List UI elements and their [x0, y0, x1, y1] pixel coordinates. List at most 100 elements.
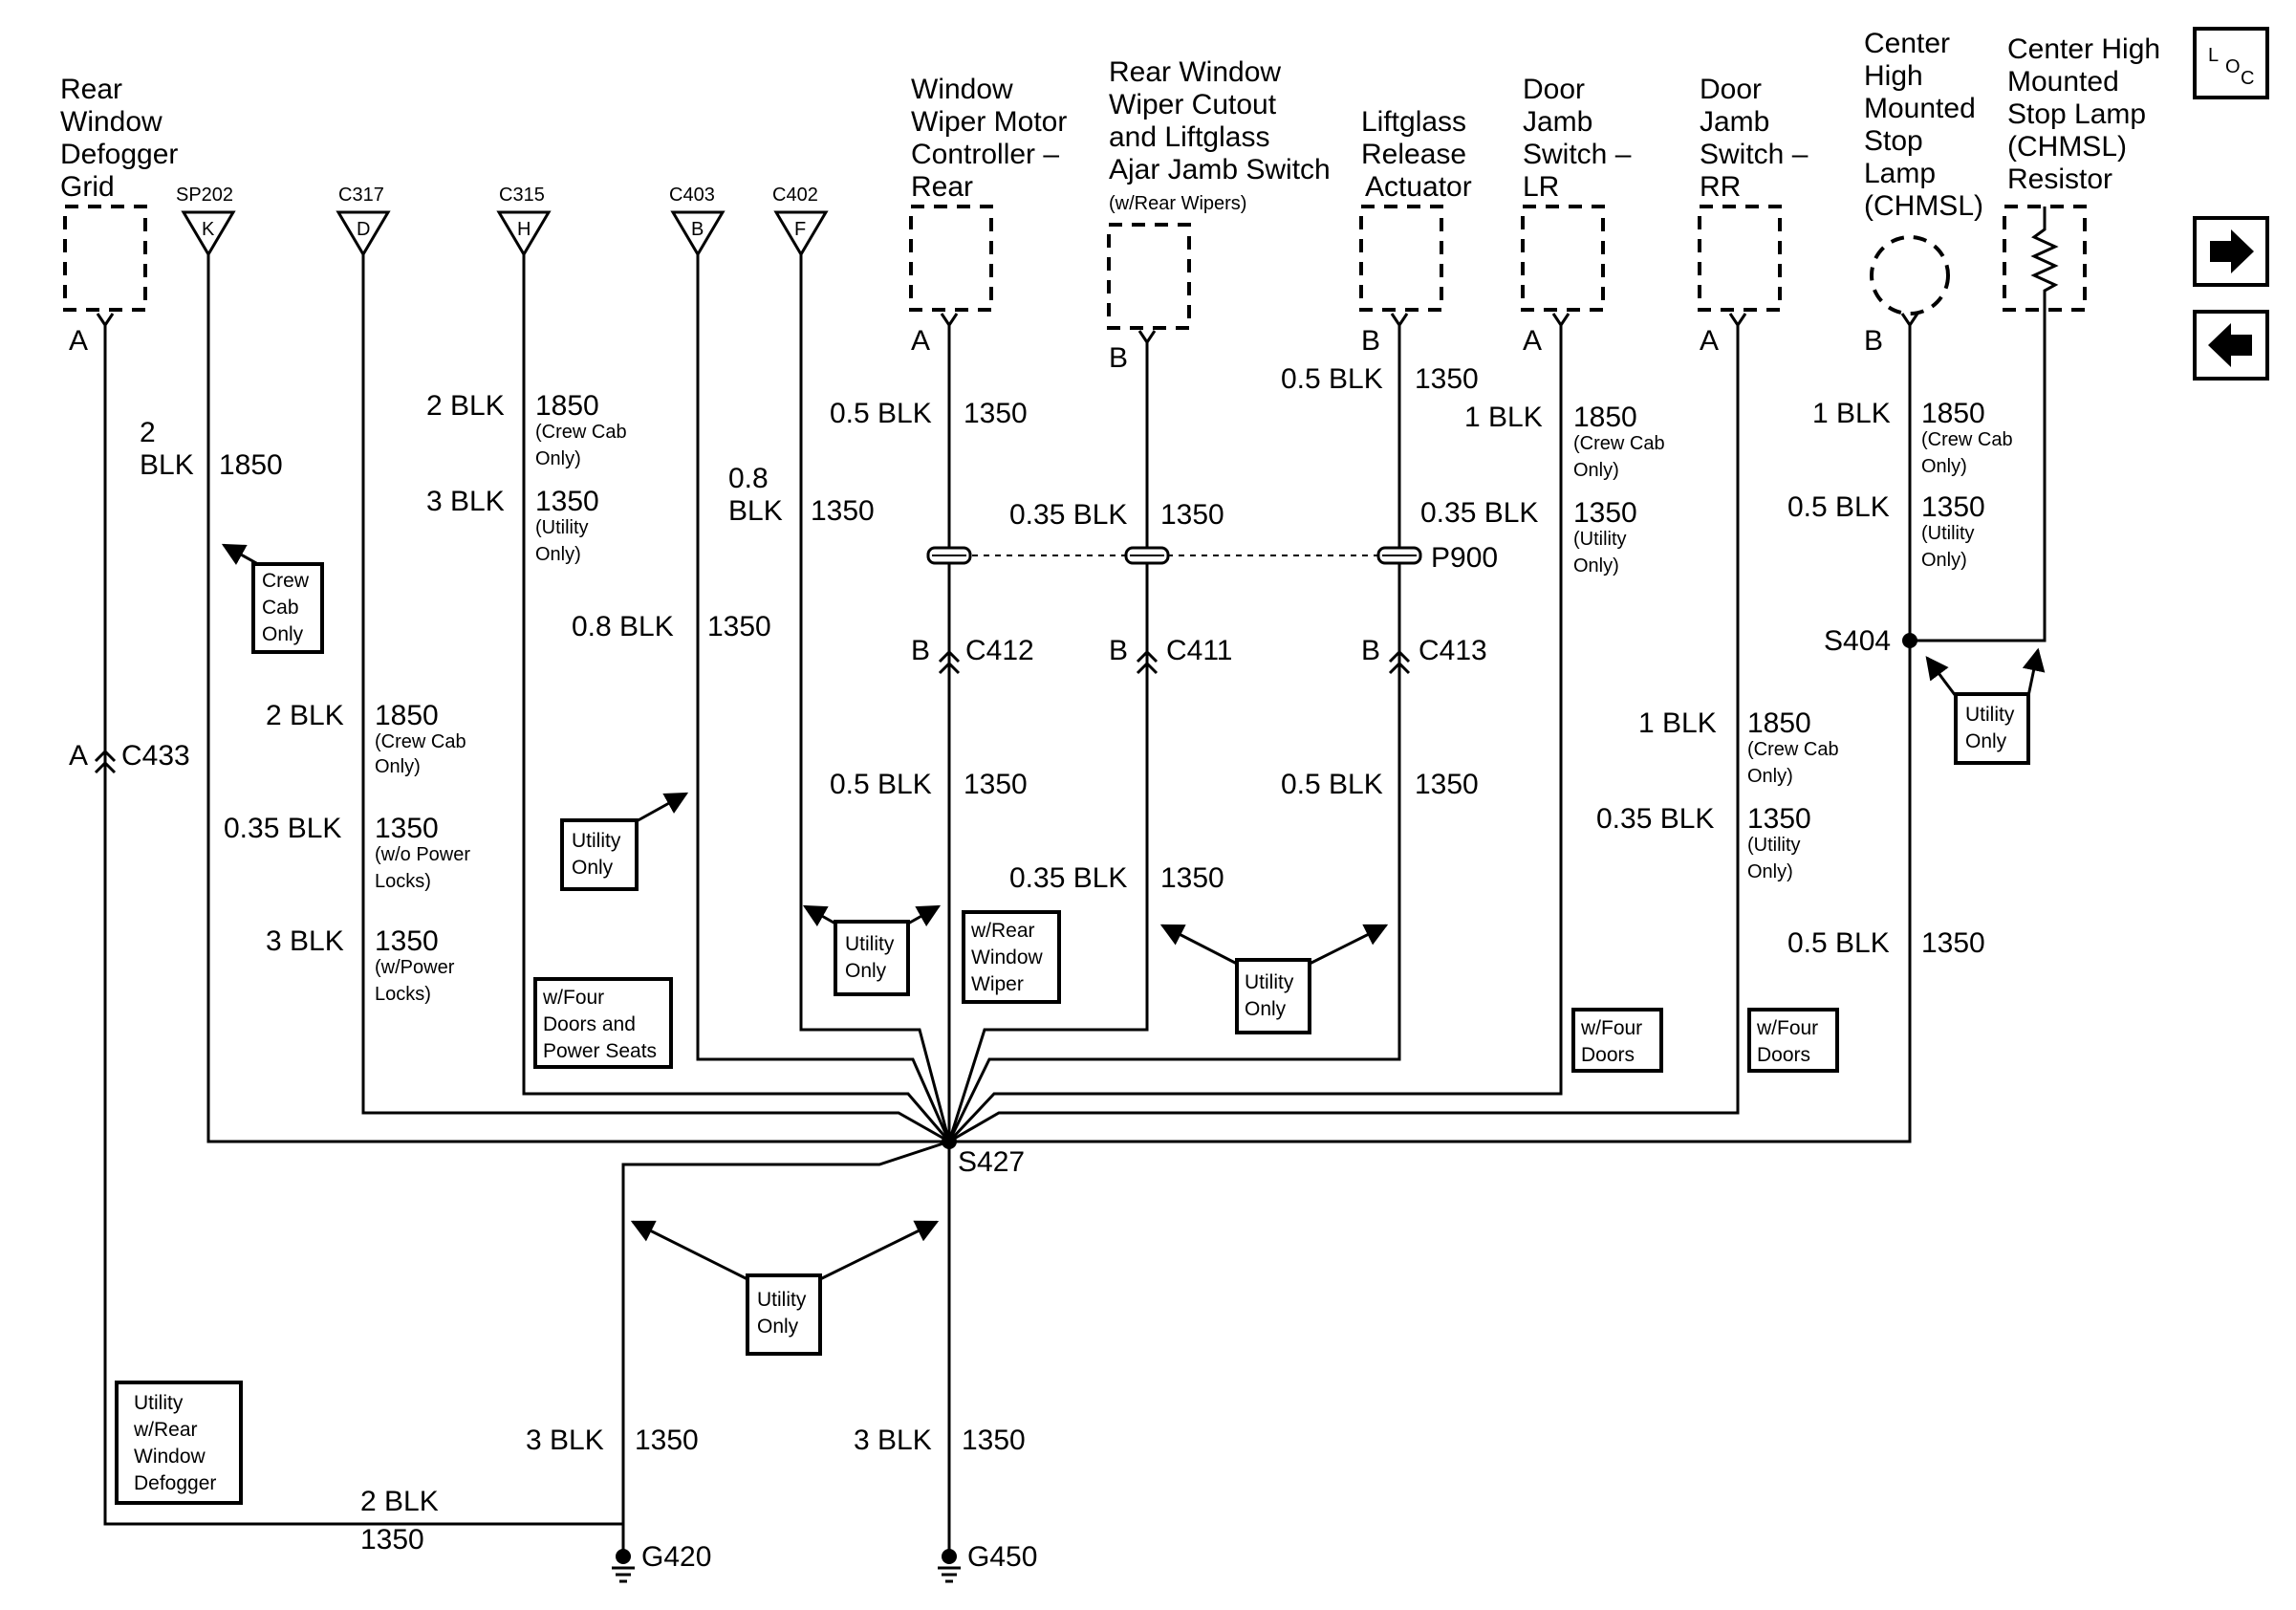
wire-label-c317: 2 BLK 1850 (Crew Cab Only) 0.35 BLK 1350… — [224, 700, 470, 1005]
svg-text:0.8 BLK: 0.8 BLK — [572, 611, 674, 642]
splice-s404-label: S404 — [1824, 625, 1891, 657]
svg-text:Mounted: Mounted — [2007, 66, 2119, 98]
pin-fork — [1900, 313, 1919, 328]
pin-label: A — [1523, 325, 1542, 357]
svg-text:1350: 1350 — [707, 611, 771, 642]
door-rr-title: Door Jamb Switch – RR — [1700, 74, 1809, 203]
svg-text:Wiper Cutout: Wiper Cutout — [1109, 89, 1277, 120]
svg-text:1350: 1350 — [1415, 769, 1479, 800]
rear-defogger-title: Rear Window Defogger Grid — [60, 74, 178, 203]
svg-text:C413: C413 — [1419, 635, 1487, 666]
pin-fork — [1728, 313, 1747, 328]
svg-text:Rear: Rear — [911, 171, 973, 203]
svg-text:(Crew Cab: (Crew Cab — [1921, 429, 2013, 450]
svg-text:Defogger: Defogger — [60, 139, 178, 170]
loc-button[interactable]: L O C — [2193, 27, 2269, 99]
wire-label-wiper-controller: 0.5 BLK 1350 0.5 BLK 1350 — [830, 398, 1028, 800]
wire-label-liftglass: 0.5 BLK 1350 0.35 BLK 0.5 BLK 1350 — [1281, 363, 1538, 800]
svg-text:1850: 1850 — [1573, 402, 1637, 433]
svg-text:w/Four: w/Four — [542, 987, 604, 1009]
p900-pass-through — [926, 546, 1422, 565]
svg-text:Doors and: Doors and — [543, 1013, 636, 1035]
connector-sp202: SP202 K — [176, 185, 236, 257]
svg-text:B: B — [1109, 635, 1128, 666]
svg-text:(Crew Cab: (Crew Cab — [1747, 739, 1839, 760]
svg-text:O: O — [2225, 56, 2241, 77]
svg-text:(Utility: (Utility — [1921, 523, 1975, 544]
note-four-doors-lr: w/Four Doors — [1571, 1008, 1663, 1073]
svg-text:1850: 1850 — [535, 390, 599, 422]
svg-text:G420: G420 — [641, 1541, 711, 1573]
wire-label-defogger: 2 BLK 1850 — [140, 417, 283, 481]
wire-label-chmsl: 1 BLK 1850 (Crew Cab Only) 0.5 BLK 1350 … — [1787, 398, 2013, 959]
svg-text:(Utility: (Utility — [1573, 529, 1627, 550]
left-arrow-icon — [2208, 323, 2252, 367]
pin-label: B — [1864, 325, 1883, 357]
svg-text:1350: 1350 — [1921, 927, 1985, 959]
svg-text:Switch –: Switch – — [1523, 139, 1632, 170]
wire-door-lr — [947, 325, 1563, 1143]
svg-text:0.35 BLK: 0.35 BLK — [224, 813, 341, 844]
wire-label-liftglass-util: 1350 (Utility Only) — [1573, 497, 1637, 577]
svg-text:C433: C433 — [121, 740, 190, 772]
svg-text:Locks): Locks) — [375, 871, 431, 892]
svg-text:Center: Center — [1864, 28, 1950, 59]
note-crew-cab-only: Crew Cab Only — [221, 543, 324, 654]
inline-connector-c412: B C412 — [911, 635, 1034, 675]
svg-text:Stop Lamp: Stop Lamp — [2007, 98, 2146, 130]
svg-text:Door: Door — [1523, 74, 1585, 105]
wire-sp202 — [206, 254, 949, 1143]
prev-page-button[interactable] — [2193, 310, 2269, 381]
pin-label: B — [1361, 325, 1380, 357]
svg-text:C: C — [2241, 68, 2254, 89]
svg-text:H: H — [517, 219, 531, 240]
svg-text:Locks): Locks) — [375, 984, 431, 1005]
svg-text:1350: 1350 — [635, 1425, 699, 1456]
svg-text:BLK: BLK — [728, 495, 783, 527]
svg-text:Utility: Utility — [572, 830, 621, 852]
svg-text:Switch –: Switch – — [1700, 139, 1809, 170]
svg-text:1850: 1850 — [219, 449, 283, 481]
next-page-button[interactable] — [2193, 216, 2269, 287]
svg-text:Utility: Utility — [845, 933, 895, 955]
svg-text:Window: Window — [60, 106, 162, 138]
svg-text:2 BLK: 2 BLK — [426, 390, 505, 422]
svg-text:Only: Only — [1245, 998, 1287, 1020]
svg-text:w/Four: w/Four — [1756, 1017, 1818, 1039]
note-utility-only-chmsl: Utility Only — [1925, 647, 2046, 765]
wire-label-c403: 0.8 BLK 1350 — [572, 611, 771, 642]
svg-text:1350: 1350 — [1747, 803, 1811, 835]
note-utility-only-p900: Utility Only — [1159, 924, 1389, 1034]
svg-text:1350: 1350 — [375, 813, 439, 844]
svg-text:Stop: Stop — [1864, 125, 1923, 157]
svg-text:Resistor: Resistor — [2007, 163, 2112, 195]
svg-text:Only: Only — [572, 857, 614, 879]
svg-text:K: K — [202, 219, 215, 240]
svg-text:Center High: Center High — [2007, 33, 2160, 65]
svg-text:C317: C317 — [338, 185, 384, 206]
connector-c317: C317 D — [336, 185, 391, 257]
chmsl-resistor-title: Center High Mounted Stop Lamp (CHMSL) Re… — [2007, 33, 2160, 195]
svg-text:(w/o Power: (w/o Power — [375, 844, 470, 865]
svg-text:(Crew Cab: (Crew Cab — [1573, 433, 1665, 454]
svg-text:Defogger: Defogger — [134, 1472, 216, 1494]
pin-fork — [1137, 330, 1157, 345]
svg-text:D: D — [357, 219, 370, 240]
svg-text:(Utility: (Utility — [1747, 835, 1801, 856]
svg-text:1850: 1850 — [1921, 398, 1985, 429]
svg-text:Grid: Grid — [60, 171, 115, 203]
ground-g420: G420 — [612, 1541, 711, 1583]
svg-text:L: L — [2208, 45, 2219, 66]
svg-text:Only): Only) — [535, 544, 581, 565]
svg-text:1350: 1350 — [964, 769, 1028, 800]
svg-text:1350: 1350 — [535, 486, 599, 517]
svg-text:1 BLK: 1 BLK — [1812, 398, 1891, 429]
svg-text:Only): Only) — [1747, 766, 1793, 787]
svg-text:w/Rear: w/Rear — [970, 920, 1035, 942]
svg-text:w/Four: w/Four — [1580, 1017, 1642, 1039]
liftglass-actuator-title: Liftglass Release Actuator — [1361, 106, 1472, 203]
svg-text:B: B — [1361, 635, 1380, 666]
wire-c317 — [361, 254, 950, 1143]
inline-connector-c433: A C433 — [69, 740, 190, 774]
